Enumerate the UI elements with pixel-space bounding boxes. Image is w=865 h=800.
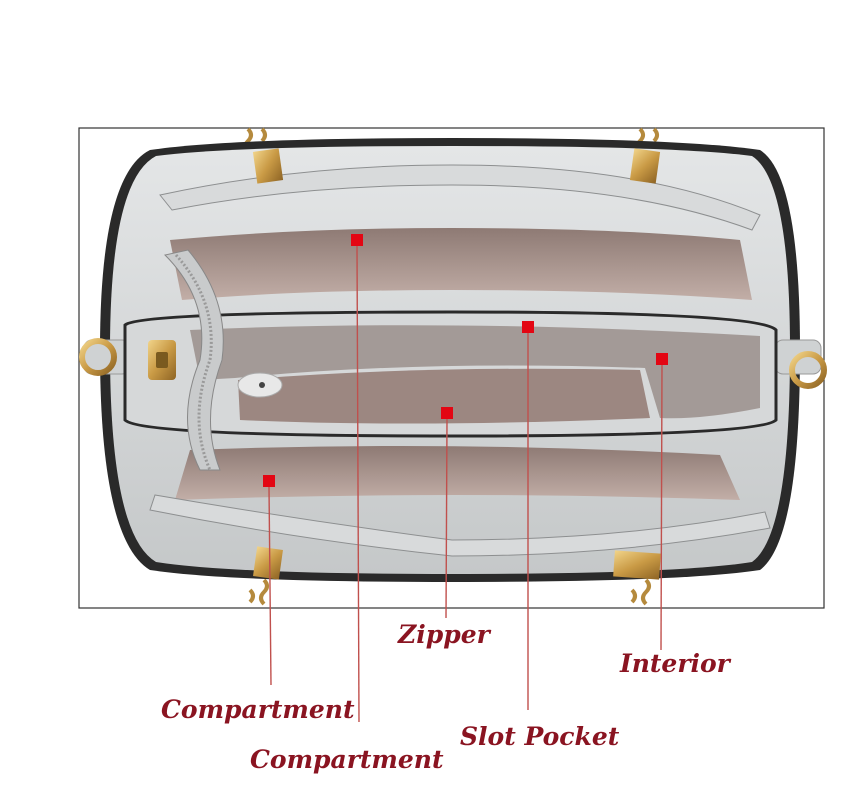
handbag-photo bbox=[79, 127, 827, 606]
top-zipper-tape bbox=[159, 164, 761, 231]
slot-pocket-area bbox=[238, 368, 650, 424]
label-compartment-center: Compartment bbox=[250, 745, 444, 774]
label-interior: Interior bbox=[620, 649, 730, 678]
marker-zipper bbox=[441, 407, 453, 419]
ring-left bbox=[79, 338, 117, 376]
metal-plate bbox=[252, 148, 284, 184]
markers bbox=[263, 234, 668, 487]
marker-interior bbox=[656, 353, 668, 365]
marker-slot-pocket bbox=[522, 321, 534, 333]
interior-area bbox=[190, 325, 760, 419]
lower-compartment bbox=[175, 446, 740, 500]
top-compartment bbox=[170, 228, 752, 300]
label-compartment-left: Compartment bbox=[161, 695, 355, 724]
leader-zipper bbox=[445, 418, 448, 619]
metal-plate bbox=[629, 148, 661, 184]
label-zipper: Zipper bbox=[398, 620, 490, 649]
leader-interior bbox=[660, 364, 663, 651]
marker-left-compartment bbox=[263, 475, 275, 487]
leader-left-compartment bbox=[268, 486, 272, 686]
metal-plate bbox=[613, 550, 661, 580]
marker-center-compartment bbox=[351, 234, 363, 246]
label-slot-pocket: Slot Pocket bbox=[460, 722, 620, 751]
metal-plate bbox=[253, 546, 283, 580]
leader-center-compartment bbox=[356, 245, 360, 723]
zipper-diagonal bbox=[163, 249, 224, 471]
leader-lines bbox=[268, 245, 663, 723]
lower-zipper-tape bbox=[149, 494, 771, 557]
ring-right bbox=[789, 351, 827, 389]
